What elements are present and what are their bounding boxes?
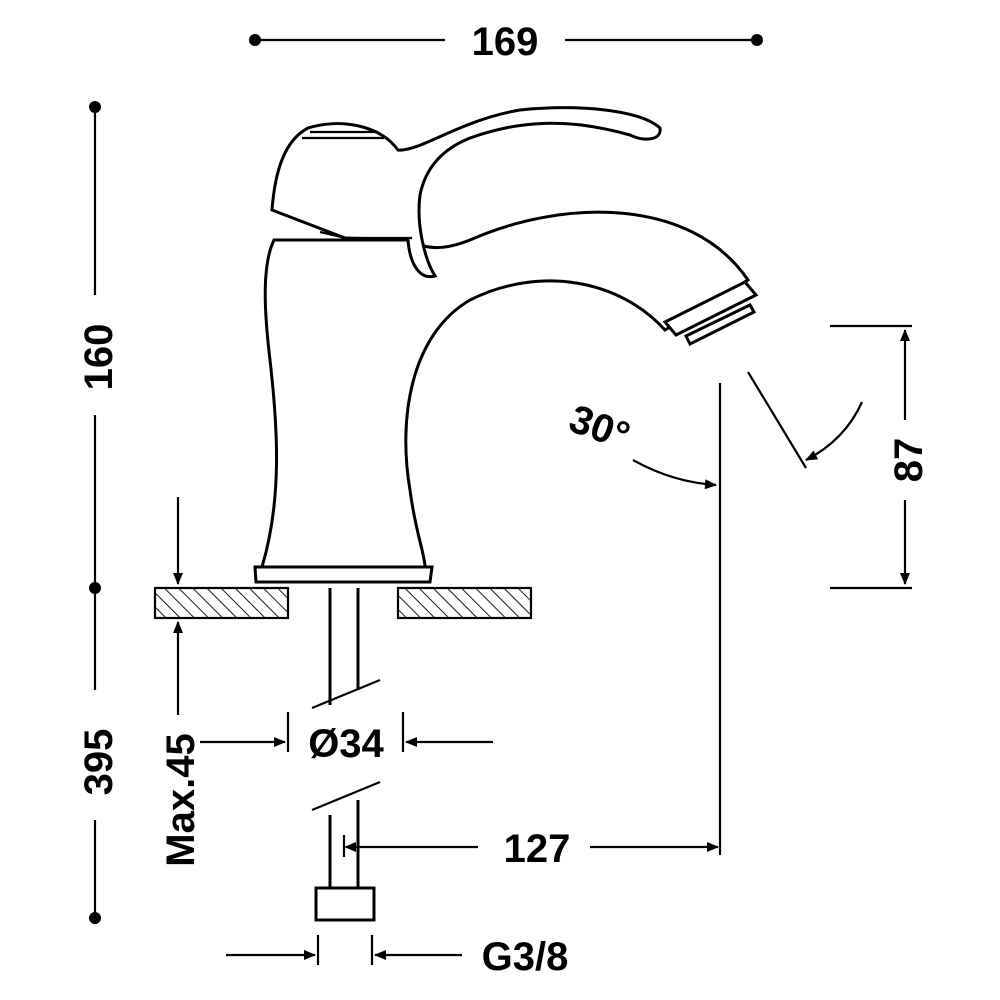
- dimension-max-deck: Max.45: [159, 497, 203, 867]
- faucet-base: [253, 565, 434, 584]
- total-width-label: 169: [472, 20, 539, 64]
- deck-counter: [153, 586, 533, 620]
- dimension-total-width: 169: [249, 20, 763, 64]
- connection-label: G3/8: [482, 935, 569, 979]
- stream-angle-label: 30°: [563, 397, 635, 459]
- total-height-label: 395: [77, 729, 121, 796]
- aerator-tip: [683, 303, 757, 347]
- faucet: [253, 106, 759, 584]
- aerator: [662, 280, 759, 337]
- spout-height-label: 160: [77, 324, 121, 391]
- supply-pipe: [311, 588, 381, 922]
- dimension-stream: 87: [718, 324, 931, 855]
- dimension-stream-angle: 30°: [563, 397, 864, 490]
- dimension-connection: G3/8: [226, 935, 568, 979]
- max-deck-label: Max.45: [159, 733, 203, 866]
- hole-diameter-label: Ø34: [308, 722, 384, 766]
- faucet-body: [259, 210, 751, 569]
- dimension-hole-diameter: Ø34: [200, 712, 493, 766]
- lever-handle: [270, 106, 662, 279]
- dimension-left-heights: 160 395: [77, 101, 121, 924]
- stream-height-label: 87: [887, 438, 931, 483]
- dimension-spout-reach: 127: [342, 827, 719, 871]
- spout-reach-label: 127: [504, 827, 571, 871]
